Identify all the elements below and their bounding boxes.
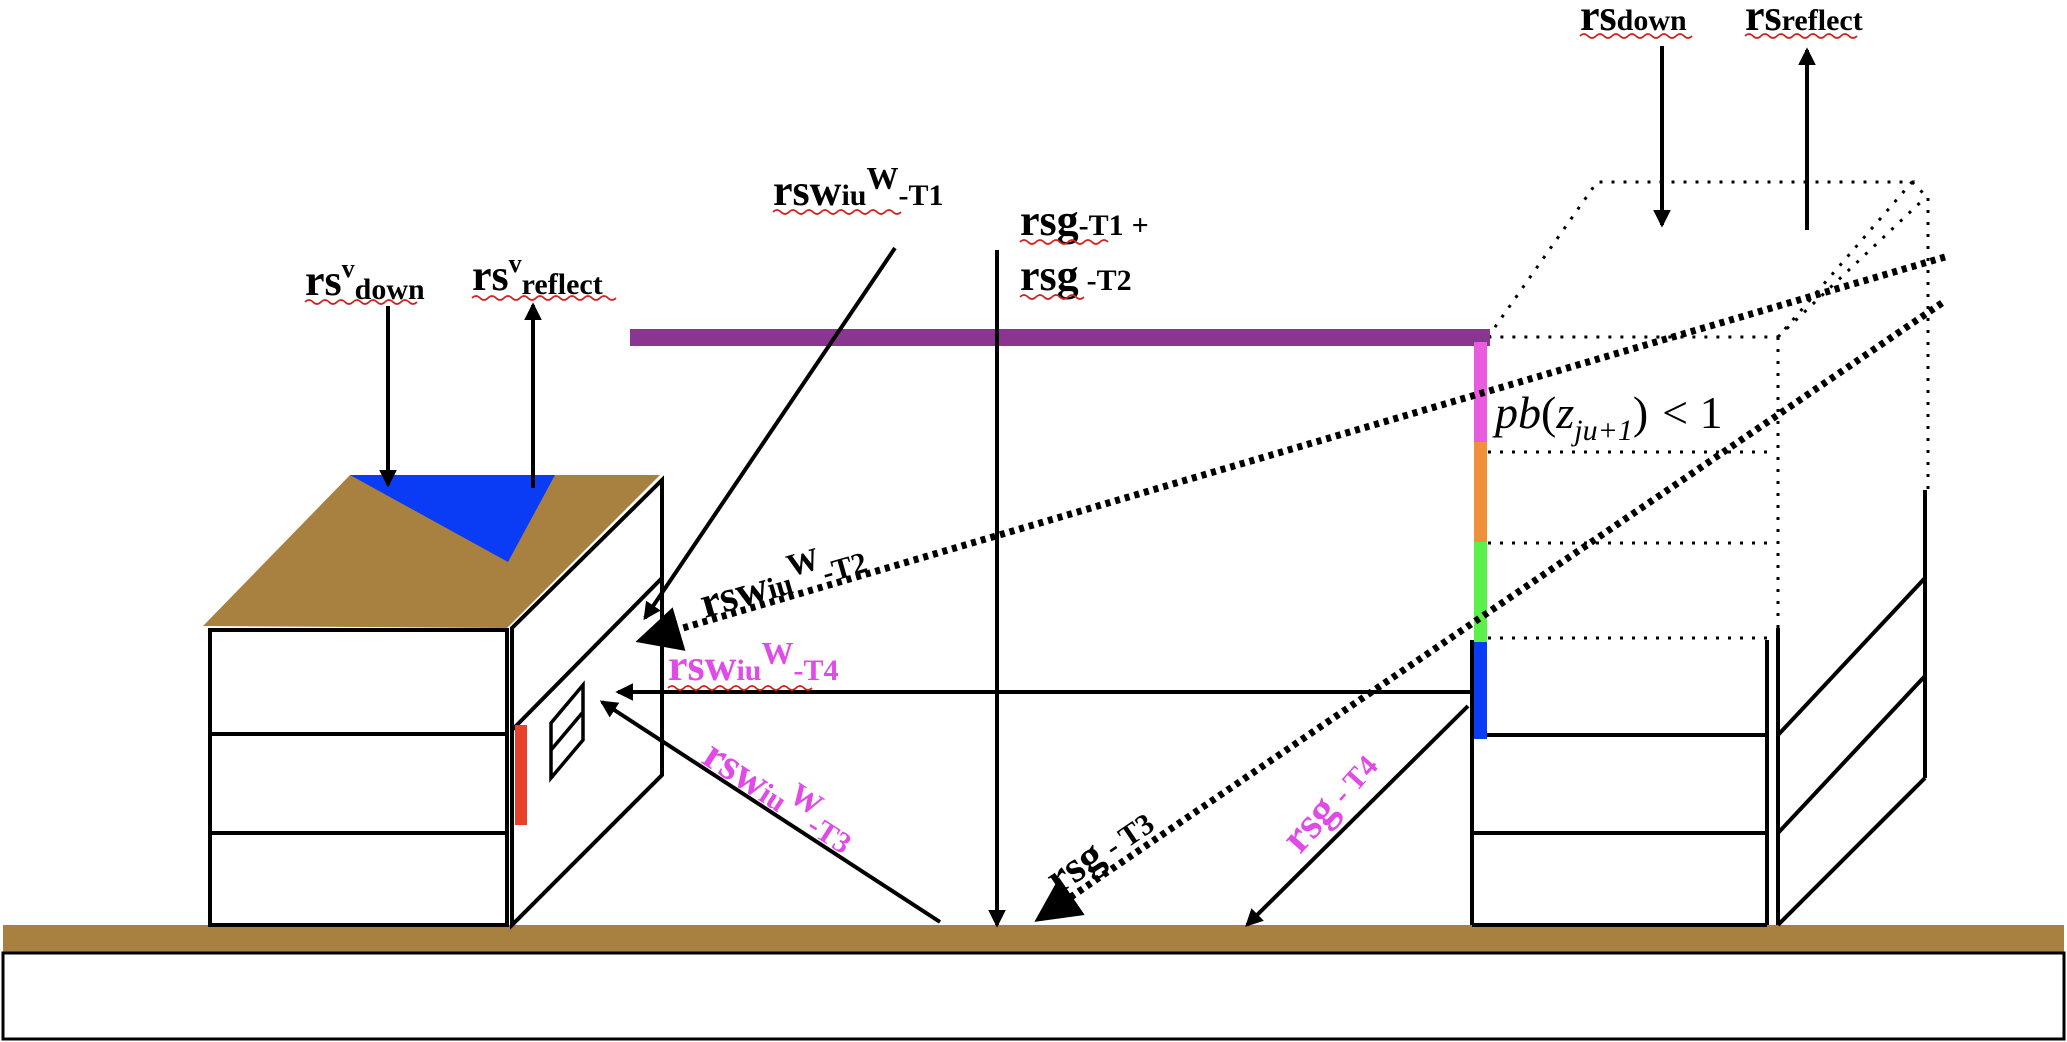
window-strip — [515, 725, 527, 825]
right-building-dotted-upper — [1485, 180, 1930, 640]
label-rsw-t1: rswiuW-T1 — [773, 160, 943, 215]
label-rsg-t3: rsg- T3 — [1036, 796, 1162, 903]
window-icon — [549, 680, 585, 783]
label-rs-down: rsdown — [1580, 0, 1687, 40]
label-rsg-t1t2-line1: rsg-T1+ — [1020, 196, 1149, 245]
dotted-rays — [635, 253, 1946, 922]
ground-base — [1, 951, 2066, 1041]
left-building-roof — [203, 475, 660, 628]
roof-shaded-patch — [350, 475, 555, 562]
left-building — [203, 475, 664, 930]
label-rsv-down: rsvdown — [305, 254, 425, 306]
wall-segment-3 — [1474, 542, 1487, 642]
label-probability: pb(zju+1)< 1 — [1492, 387, 1723, 447]
wall-segments — [1474, 342, 1487, 739]
label-rsg-t1t2-line2: rsg-T2 — [1020, 251, 1132, 300]
left-building-front — [208, 628, 509, 927]
ground — [1, 925, 2066, 1041]
ray-rsw-t1 — [643, 246, 897, 621]
wall-segment-2 — [1474, 442, 1487, 542]
label-rsw-t3: rswiuW-T3 — [695, 724, 868, 863]
right-building — [1470, 490, 1927, 927]
overhang-bar — [630, 329, 1490, 346]
left-building-side — [510, 475, 664, 930]
label-rs-reflect: rsreflect — [1745, 0, 1863, 40]
spellcheck-underlines — [304, 33, 1858, 691]
ground-surface — [3, 925, 2064, 953]
ray-rsg-t3 — [1034, 300, 1944, 922]
label-rsv-reflect: rsvreflect — [472, 249, 603, 301]
rays — [379, 46, 1816, 928]
ray-rsw-t2 — [635, 253, 1946, 651]
ray-rsg-t4 — [1245, 704, 1470, 927]
wall-segment-4 — [1474, 642, 1487, 739]
ray-rsw-t3 — [599, 700, 942, 924]
label-rsw-t2: rswiuW-T2 — [693, 528, 872, 628]
label-rsw-t4: rswiuW-T4 — [668, 635, 838, 690]
